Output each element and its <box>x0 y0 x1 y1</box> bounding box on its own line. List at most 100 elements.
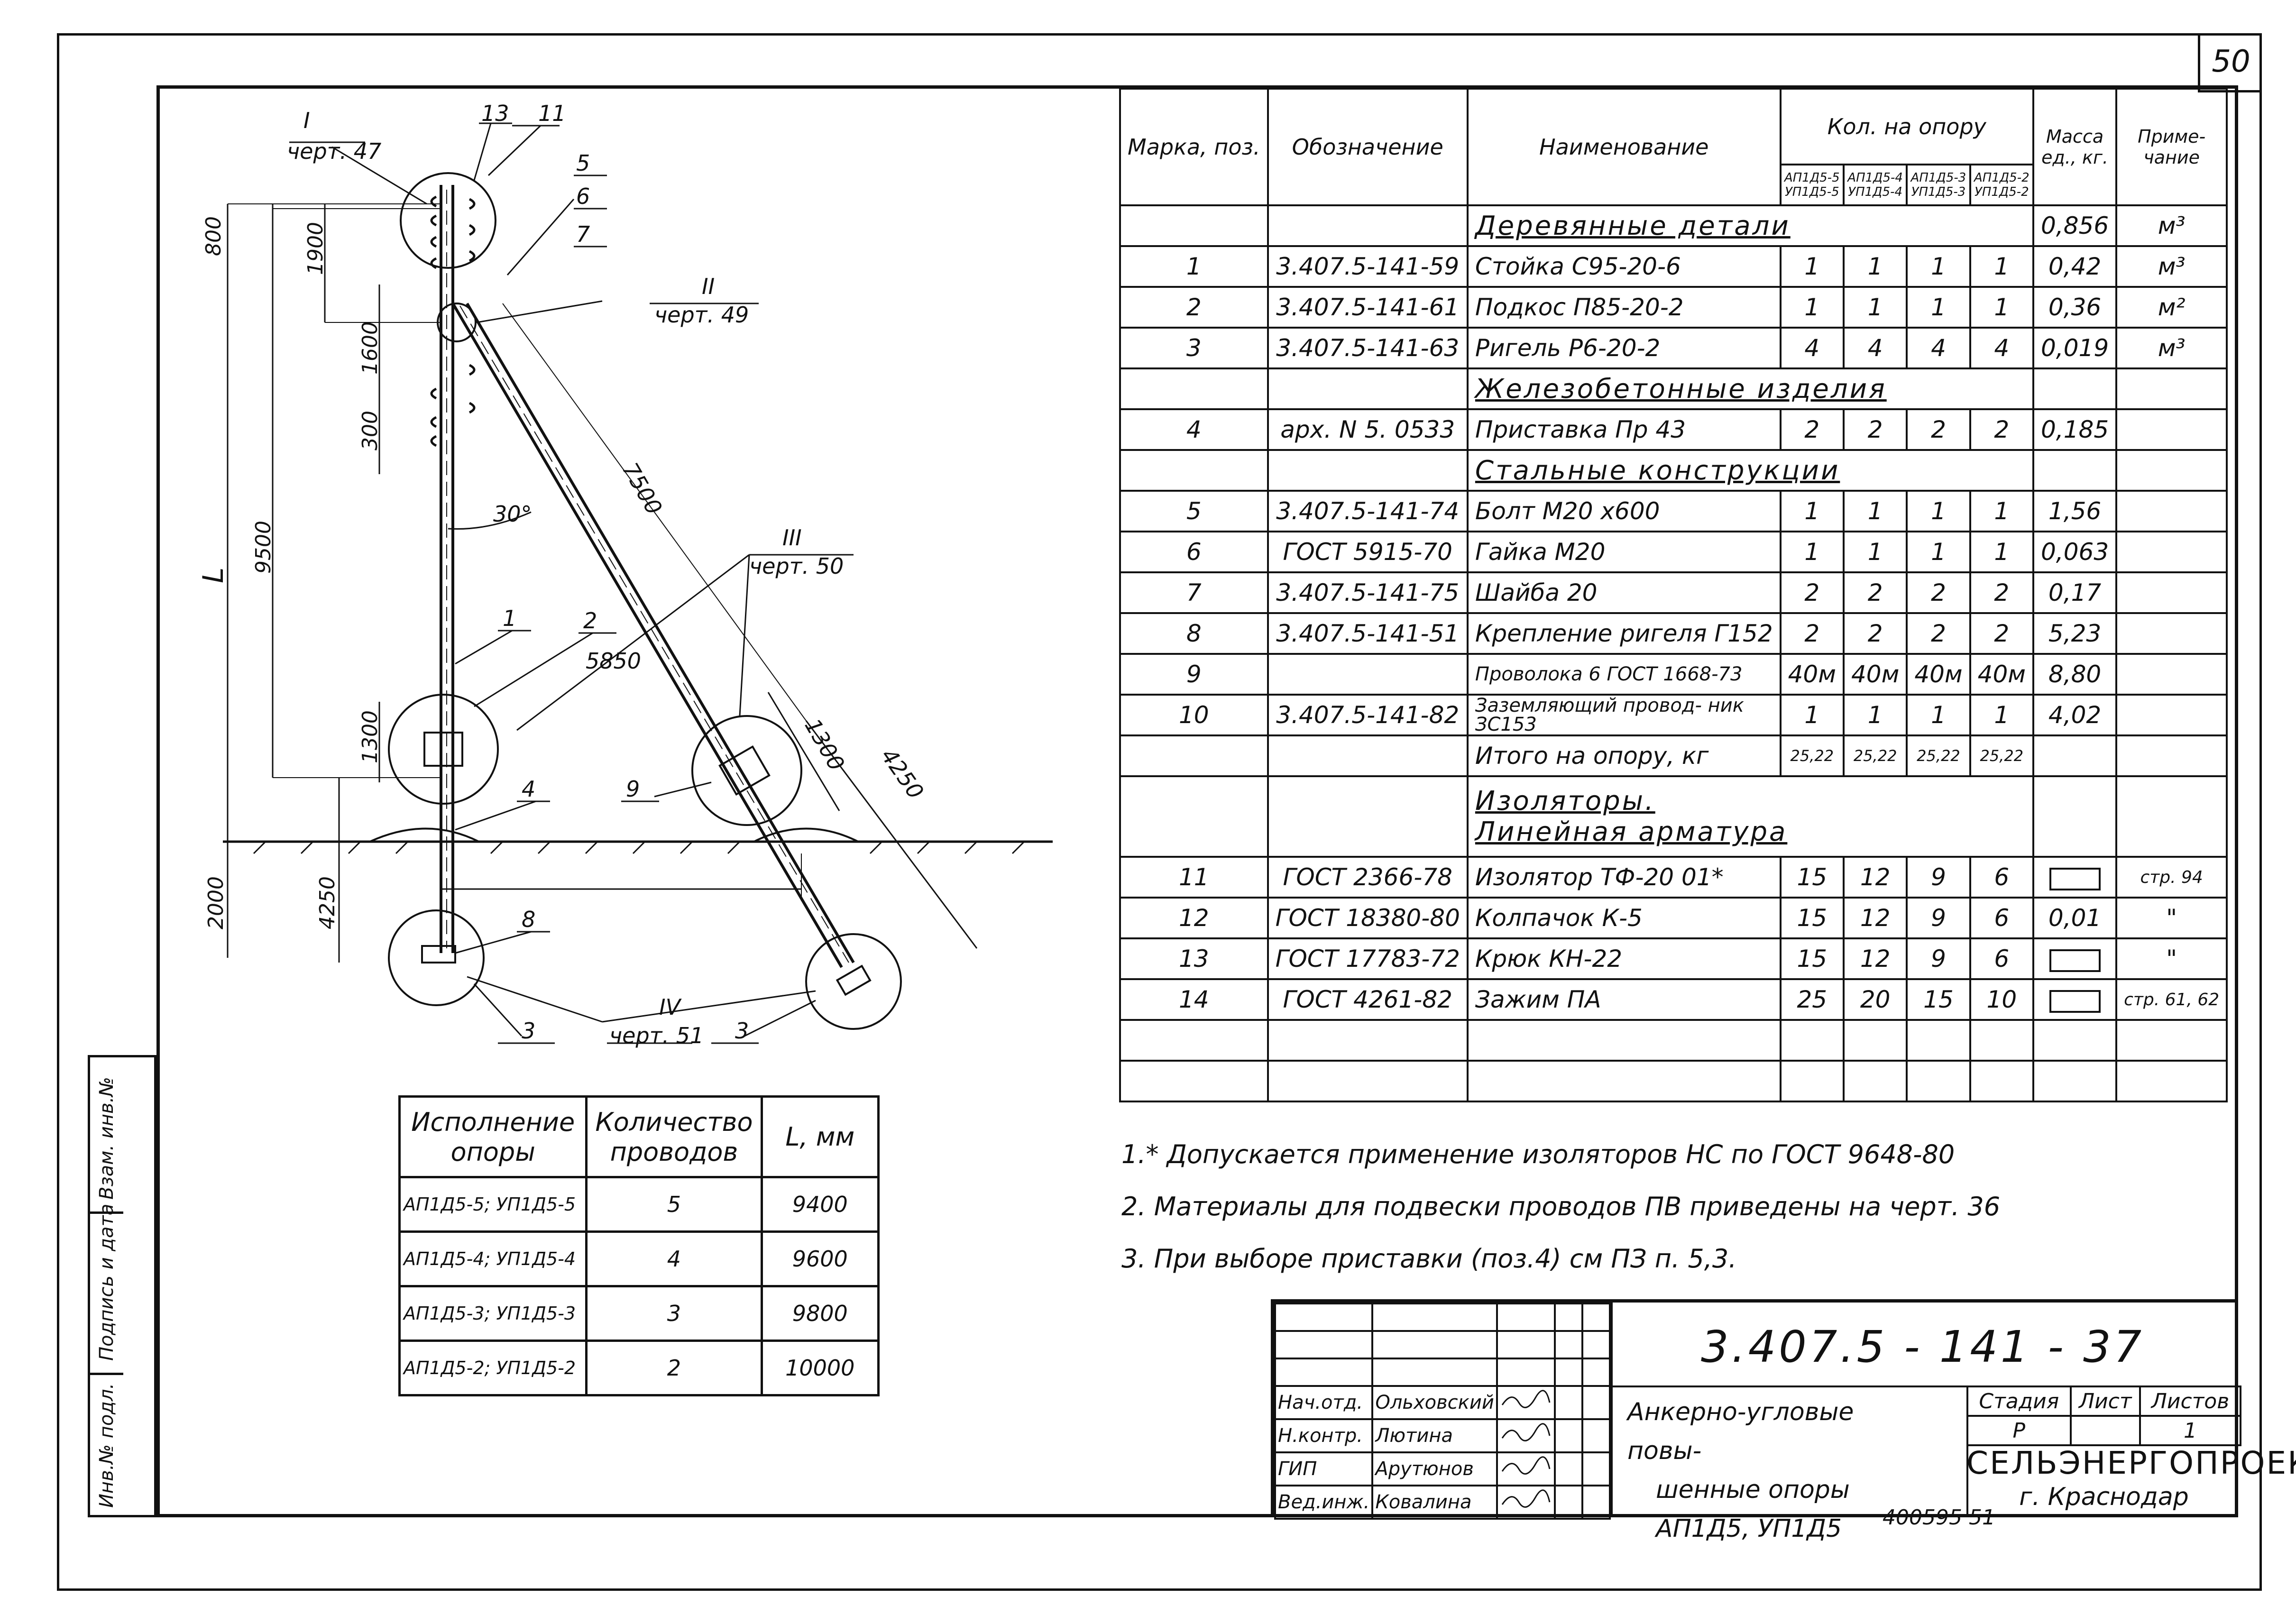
organization: СЕЛЬЭНЕРГОПРОЕКТ <box>1966 1445 2296 1481</box>
callout-I-ref: черт. 47 <box>287 138 381 164</box>
spec-mass <box>2032 937 2118 980</box>
spec-note <box>2115 612 2228 655</box>
hdr-designation: Обозначение <box>1267 88 1469 206</box>
spec-mass: 0,42 <box>2032 245 2118 288</box>
spec-row: Изоляторы.Линейная арматура <box>1119 775 2228 858</box>
spec-des <box>1267 449 1469 492</box>
spec-note <box>2115 449 2228 492</box>
spec-pos: 11 <box>1119 856 1269 899</box>
dim-7500: 7500 <box>617 458 667 519</box>
exec-execution: АП1Д5-5; УП1Д5-5 <box>398 1176 588 1233</box>
spec-name: Колпачок К-5 <box>1466 897 1782 939</box>
spec-qty: 1 <box>1842 286 1908 329</box>
spec-pos: 5 <box>1119 490 1269 532</box>
stage-label: Стадия <box>1966 1385 2072 1417</box>
spec-qty: 15 <box>1779 897 1845 939</box>
spec-name: Зажим ПА <box>1466 978 1782 1021</box>
object-name-line-3: АП1Д5, УП1Д5 <box>1656 1514 1842 1543</box>
object-name-line-2: шенные опоры <box>1656 1476 1850 1504</box>
spec-des <box>1267 734 1469 777</box>
detail-circle-I <box>400 172 496 269</box>
hdr-qty-col-2: АП1Д5-4 УП1Д5-4 <box>1842 164 1908 206</box>
spec-pos: 1 <box>1119 245 1269 288</box>
spec-note <box>2115 490 2228 532</box>
spec-note: м³ <box>2115 204 2228 247</box>
dim-9500: 9500 <box>251 521 276 574</box>
spec-qty: 1 <box>1906 694 1971 736</box>
spec-mass: 0,019 <box>2032 327 2118 369</box>
spec-qty: 15 <box>1779 856 1845 899</box>
spec-pos <box>1119 204 1269 247</box>
exec-execution: АП1Д5-3; УП1Д5-3 <box>398 1285 588 1342</box>
side-replace-label: Взам. инв.№ <box>96 1077 118 1200</box>
spec-note <box>2115 734 2228 777</box>
spec-pos <box>1119 449 1269 492</box>
spec-qty: 6 <box>1969 937 2035 980</box>
dim-4250-brace: 4250 <box>876 743 928 804</box>
spec-qty: 25,22 <box>1906 734 1971 777</box>
spec-qty: 1 <box>1906 245 1971 288</box>
spec-des: 3.407.5-141-61 <box>1267 286 1469 329</box>
hdr-qty: Кол. на опору <box>1779 88 2035 165</box>
callout-2: 2 <box>583 608 597 633</box>
spec-mass: 0,01 <box>2032 897 2118 939</box>
dim-4250-pole: 4250 <box>315 876 340 929</box>
spec-qty: 2 <box>1969 571 2035 614</box>
spec-qty: 4 <box>1906 327 1971 369</box>
spec-des: ГОСТ 17783-72 <box>1267 937 1469 980</box>
spec-qty: 40м <box>1906 653 1971 696</box>
side-cell-sign <box>90 1214 123 1375</box>
dim-2000: 2000 <box>204 876 228 929</box>
spec-note <box>2115 694 2228 736</box>
brace-line-a <box>451 303 843 968</box>
spec-qty: 25,22 <box>1969 734 2035 777</box>
spec-row: Стальные конструкции <box>1119 449 2228 492</box>
exec-hdr-wires: Количество проводов <box>585 1095 763 1178</box>
dim-1300-pole: 1300 <box>358 710 382 763</box>
spec-des: ГОСТ 18380-80 <box>1267 897 1469 939</box>
spec-des: 3.407.5-141-75 <box>1267 571 1469 614</box>
dim-4250-brace-line <box>805 720 978 949</box>
spec-pos: 8 <box>1119 612 1269 655</box>
exec-length: 10000 <box>760 1340 880 1396</box>
spec-qty: 15 <box>1779 937 1845 980</box>
spec-mass: 5,23 <box>2032 612 2118 655</box>
callout-3a: 3 <box>522 1018 535 1044</box>
dim-300: 300 <box>358 411 382 450</box>
spec-qty: 40м <box>1842 653 1908 696</box>
signature-icon <box>1496 1418 1556 1453</box>
stamp-role: Нач.отд. <box>1274 1385 1374 1420</box>
callout-4: 4 <box>522 776 535 802</box>
spec-qty: 2 <box>1842 408 1908 451</box>
hdr-qty-col-1: АП1Д5-5 УП1Д5-5 <box>1779 164 1845 206</box>
spec-mass <box>2032 856 2118 899</box>
signature-icon <box>1496 1385 1556 1420</box>
dim-1900: 1900 <box>303 222 328 275</box>
spec-des: арх. N 5. 0533 <box>1267 408 1469 451</box>
spec-row: Железобетонные изделия <box>1119 367 2228 410</box>
pole-drawing: I черт. 47 13 11 5 6 7 II черт. 49 III ч… <box>197 101 1053 1048</box>
callout-II: II <box>702 274 715 299</box>
spec-qty: 1 <box>1842 531 1908 573</box>
spec-des: ГОСТ 5915-70 <box>1267 531 1469 573</box>
spec-qty: 25,22 <box>1842 734 1908 777</box>
callout-III: III <box>782 525 802 551</box>
spec-des: ГОСТ 4261-82 <box>1267 978 1469 1021</box>
spec-mass: 4,02 <box>2032 694 2118 736</box>
spec-des: ГОСТ 2366-78 <box>1267 856 1469 899</box>
exec-wires: 2 <box>585 1340 763 1396</box>
spec-qty: 2 <box>1906 612 1971 655</box>
spec-qty: 4 <box>1779 327 1845 369</box>
spec-pos <box>1119 734 1269 777</box>
spec-qty: 40м <box>1969 653 2035 696</box>
spec-qty: 1 <box>1969 245 2035 288</box>
side-sign-label: Подпись и дата <box>96 1203 118 1361</box>
